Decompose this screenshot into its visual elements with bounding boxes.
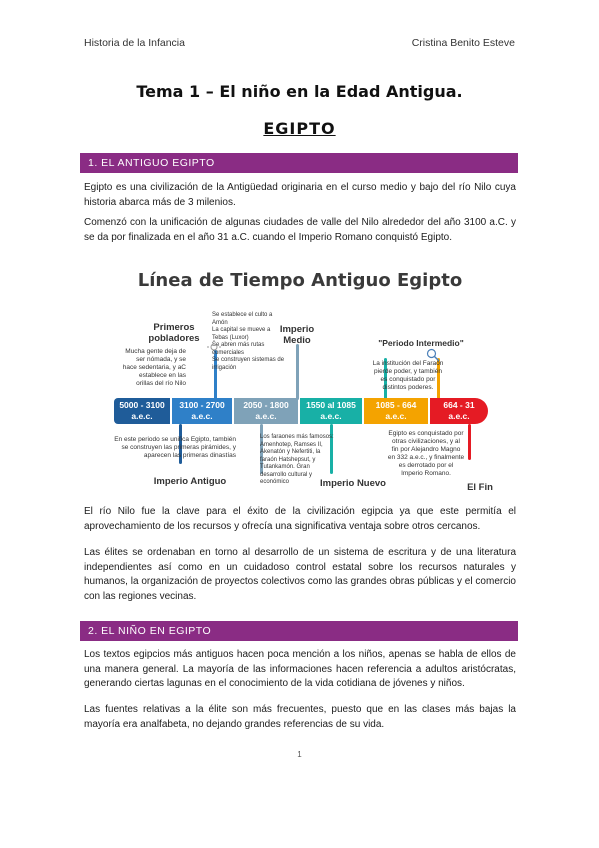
header-author: Cristina Benito Esteve — [411, 37, 515, 49]
paragraph-4: Las élites se ordenaban en torno al desa… — [84, 547, 516, 602]
timeline-stem — [179, 424, 182, 464]
note-el-fin: Egipto es conquistado por otras civiliza… — [387, 430, 465, 477]
timeline-stem — [384, 358, 387, 400]
document-subtitle: EGIPTO — [263, 119, 336, 138]
section-bar-2: 2. EL NIÑO EN EGIPTO — [80, 621, 518, 641]
timeline-stem — [437, 358, 440, 400]
timeline-stem — [214, 350, 217, 400]
label-primeros-pobladores: Primeros pobladores — [148, 322, 200, 344]
label-imperio-antiguo: Imperio Antiguo — [153, 476, 227, 487]
section-bar-1: 1. EL ANTIGUO EGIPTO — [80, 153, 518, 173]
label-imperio-nuevo: Imperio Nuevo — [320, 478, 386, 489]
timeline-title: Línea de Tiempo Antiguo Egipto — [137, 270, 463, 291]
timeline-segment-2: 3100 - 2700 a.e.c. — [172, 398, 232, 424]
timeline-segment-4: 1550 al 1085 a.e.c. — [300, 398, 362, 424]
timeline-segment-1: 5000 - 3100 a.e.c. — [114, 398, 170, 424]
timeline-segment-5: 1085 - 664 a.e.c. — [364, 398, 428, 424]
magnifier-icon — [426, 348, 440, 362]
note-primeros: Mucha gente deja de ser nómada, y se hac… — [122, 348, 186, 387]
label-imperio-medio: Imperio Medio — [279, 324, 315, 346]
note-imperio-antiguo: En este periodo se unifica Egipto, tambi… — [114, 436, 236, 459]
label-periodo-intermedio: "Periodo Intermedio" — [378, 338, 464, 348]
paragraph-1: Egipto es una civilización de la Antigüe… — [84, 182, 516, 208]
timeline-segment-3: 2050 - 1800 a.e.c. — [234, 398, 298, 424]
paragraph-2: Comenzó con la unificación de algunas ci… — [84, 217, 516, 243]
header-course: Historia de la Infancia — [84, 37, 185, 49]
document-title: Tema 1 – El niño en la Edad Antigua. — [136, 82, 463, 101]
timeline-stem — [330, 424, 333, 474]
paragraph-6: Las fuentes relativas a la élite son más… — [84, 704, 516, 730]
note-imperio-nuevo: Los faraones más famosos: Amenhotep, Ram… — [260, 434, 334, 485]
timeline-stem — [260, 424, 263, 474]
timeline-stem — [468, 424, 471, 460]
note-imperio-medio: Se establece el culto a Amón La capital … — [212, 312, 285, 371]
timeline-segment-6: 664 - 31 a.e.c. — [430, 398, 488, 424]
timeline-stem — [296, 344, 299, 400]
paragraph-5: Los textos egipcios más antiguos hacen p… — [84, 649, 516, 689]
note-periodo-intermedio: La institución del Faraón pierde poder, … — [372, 360, 444, 391]
label-el-fin: El Fin — [467, 482, 493, 493]
sun-icon — [207, 340, 221, 354]
timeline-infographic: Línea de Tiempo Antiguo Egipto 5000 - 31… — [84, 262, 516, 498]
page-number: 1 — [297, 750, 302, 759]
paragraph-3: El río Nilo fue la clave para el éxito d… — [84, 506, 516, 532]
